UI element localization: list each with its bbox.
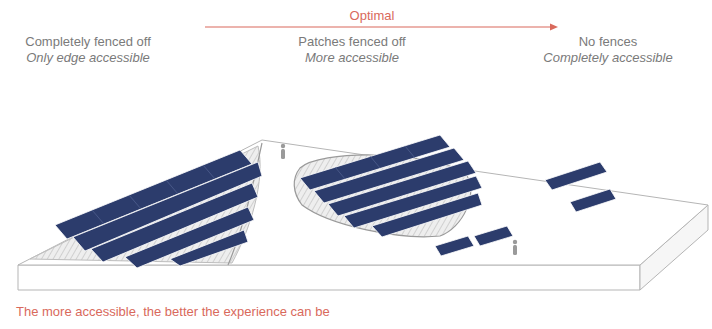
option-heading: Completely fenced off xyxy=(25,34,151,50)
option-heading: Patches fenced off xyxy=(298,34,405,50)
footnote: The more accessible, the better the expe… xyxy=(16,304,330,320)
scale-label: Optimal xyxy=(350,8,395,24)
option-subtitle: Completely accessible xyxy=(543,50,672,66)
optimal-arrow xyxy=(205,24,558,31)
option-heading: No fences xyxy=(579,34,638,50)
solar-panels xyxy=(55,135,616,268)
person-figures xyxy=(281,144,517,255)
panel-seams xyxy=(92,146,415,224)
option-subtitle: Only edge accessible xyxy=(26,50,150,66)
option-subtitle: More accessible xyxy=(305,50,399,66)
